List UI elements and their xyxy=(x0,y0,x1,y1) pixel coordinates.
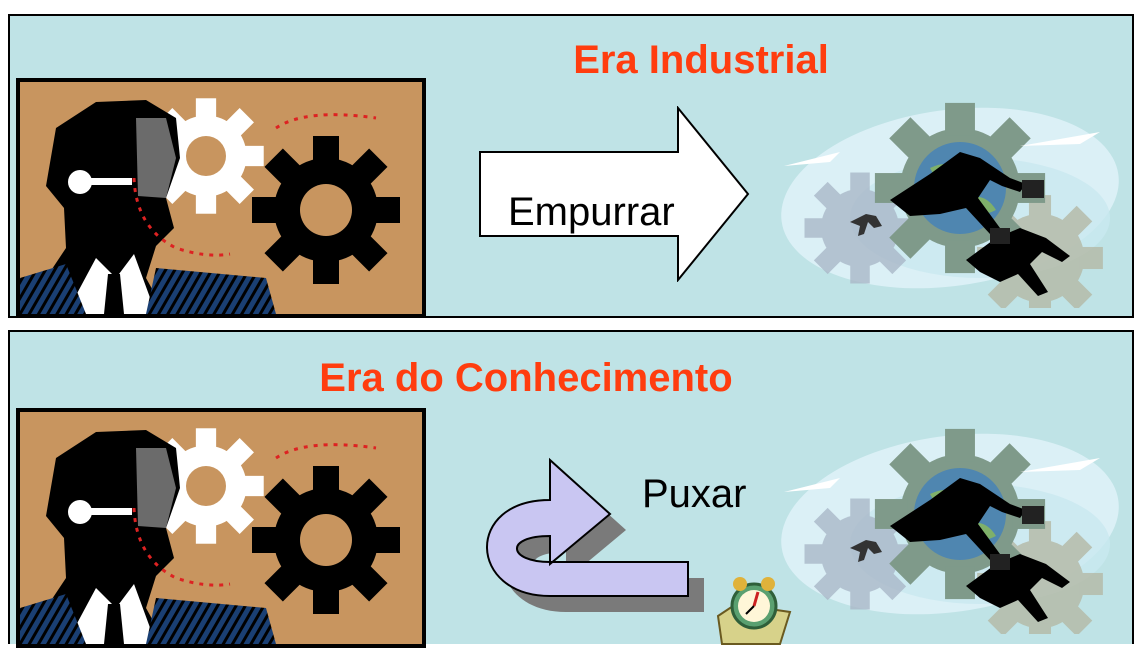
pull-label: Puxar xyxy=(642,472,747,516)
push-label: Empurrar xyxy=(508,190,675,234)
push-arrow-icon xyxy=(478,106,750,282)
running-businessmen-gears-icon xyxy=(770,88,1130,308)
knowledge-era-panel: Era do Conhecimento Puxar xyxy=(8,330,1134,648)
industrial-era-title: Era Industrial xyxy=(573,38,829,82)
running-businessmen-gears-icon xyxy=(770,414,1130,634)
industrial-era-panel: Era Industrial Empurrar xyxy=(8,14,1134,318)
thinking-head-gears-icon xyxy=(16,78,426,318)
knowledge-era-title: Era do Conhecimento xyxy=(319,356,733,400)
thinking-head-gears-icon xyxy=(16,408,426,648)
alarm-clock-icon xyxy=(716,572,792,646)
pull-curved-arrow-icon xyxy=(446,452,706,612)
